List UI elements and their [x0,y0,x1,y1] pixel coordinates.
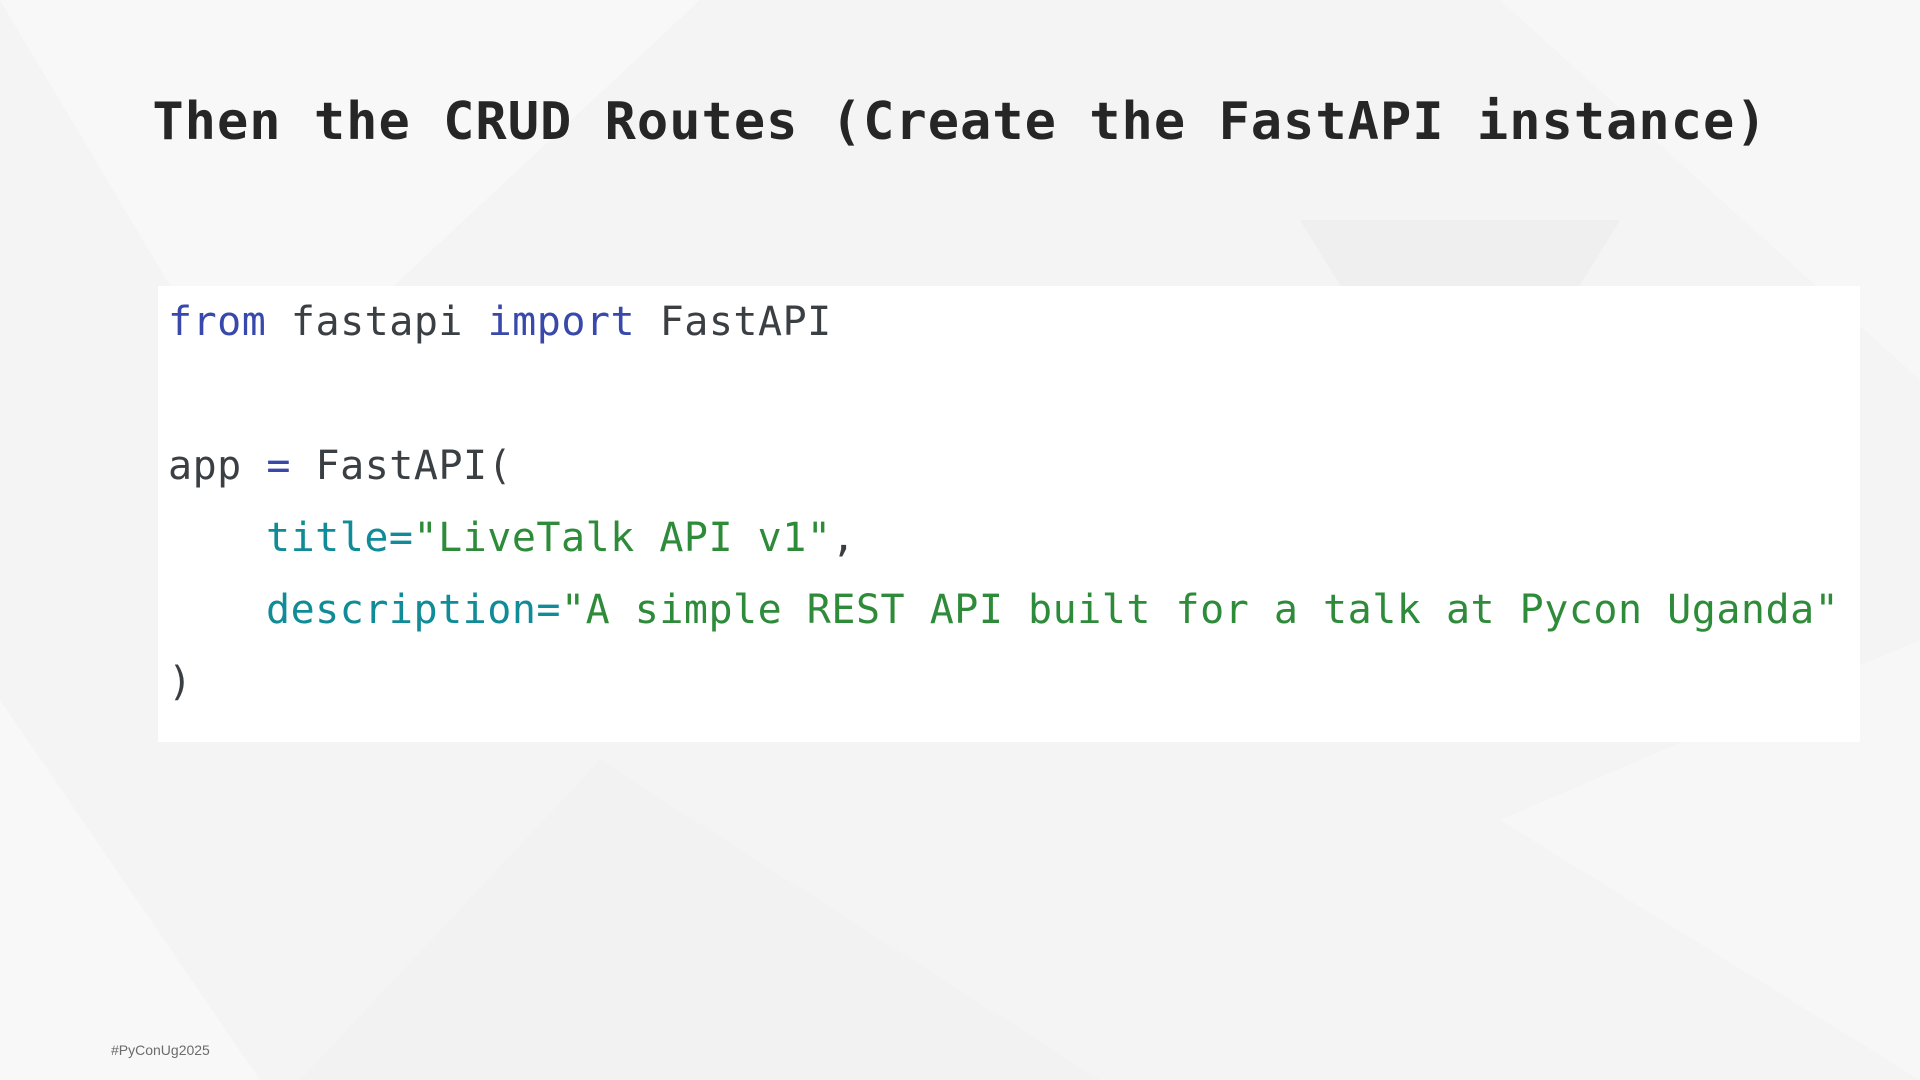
constructor-call: FastAPI( [315,443,513,489]
code-line-description-arg: description="A simple REST API built for… [168,574,1839,646]
string-title-value: "LiveTalk API v1" [413,515,832,561]
code-block: from fastapi import FastAPI app = FastAP… [158,286,1860,742]
string-description-value: "A simple REST API built for a talk at P… [560,587,1840,633]
close-paren: ) [168,659,193,705]
comma: , [831,515,856,561]
code-line-close-paren: ) [168,646,193,718]
code-line-title-arg: title="LiveTalk API v1", [168,502,856,574]
assign-operator: = [266,443,291,489]
param-title: title= [266,515,414,561]
footer-hashtag: #PyConUg2025 [111,1042,210,1058]
variable-app: app [168,443,242,489]
imported-name: FastAPI [659,299,832,345]
module-name: fastapi [290,299,463,345]
code-line-app-assign: app = FastAPI( [168,430,512,502]
slide-title: Then the CRUD Routes (Create the FastAPI… [152,92,1768,152]
code-line-import: from fastapi import FastAPI [168,286,832,358]
param-description: description= [266,587,561,633]
keyword-from: from [168,299,267,345]
keyword-import: import [487,299,636,345]
